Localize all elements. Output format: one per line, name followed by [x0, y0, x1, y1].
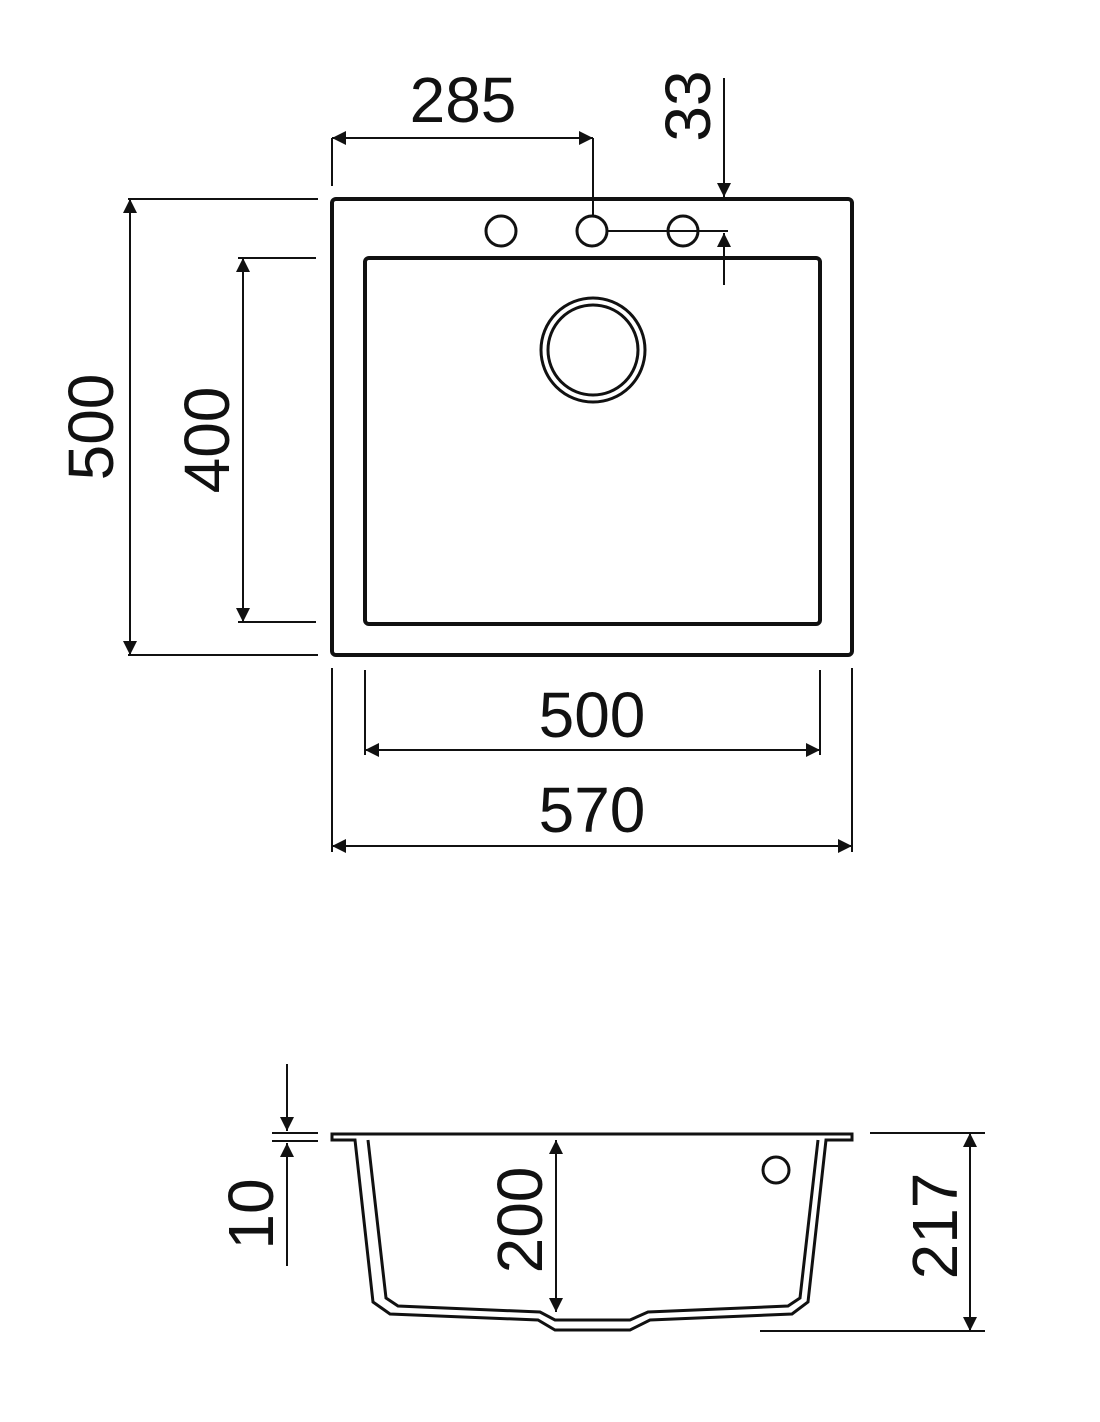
drain-inner-ring — [546, 303, 640, 397]
dimension-label-tap-hole-edge-distance: 33 — [652, 70, 724, 141]
dimension-label-rim-thickness: 10 — [215, 1178, 287, 1249]
dimension-label-overall-height: 217 — [899, 1173, 971, 1280]
side-view: 10 200 217 — [215, 1064, 985, 1332]
drain-outer-ring — [539, 296, 647, 404]
tap-hole-center — [575, 214, 609, 248]
top-view: 285 33 500 400 500 — [55, 64, 854, 853]
sink-cross-section — [330, 1132, 854, 1332]
dimension-rim-thickness: 10 — [215, 1064, 318, 1266]
dimension-label-overall-width: 570 — [539, 774, 646, 846]
bowl-inner-outline — [363, 256, 822, 626]
dimension-bowl-width: 500 — [364, 670, 821, 757]
dimension-label-bowl-height: 200 — [484, 1167, 556, 1274]
dimension-label-tap-hole-offset: 285 — [410, 64, 517, 136]
dimension-overall-height: 217 — [760, 1132, 985, 1332]
dimension-overall-depth: 500 — [55, 198, 318, 656]
sink-inner-wall — [366, 1139, 820, 1322]
tap-hole-left — [484, 214, 518, 248]
dimension-bowl-height: 200 — [484, 1140, 563, 1312]
overflow-hole — [761, 1155, 791, 1185]
dimension-label-bowl-width: 500 — [539, 679, 646, 751]
dimension-label-bowl-depth: 400 — [171, 387, 243, 494]
dimension-tap-hole-offset: 285 — [331, 64, 594, 216]
dimension-tap-hole-edge-distance: 33 — [608, 70, 731, 285]
dimension-label-overall-depth: 500 — [55, 374, 127, 481]
dimension-overall-width: 570 — [331, 668, 853, 853]
dimension-bowl-depth: 400 — [171, 257, 316, 623]
sink-outer-outline — [330, 197, 854, 657]
